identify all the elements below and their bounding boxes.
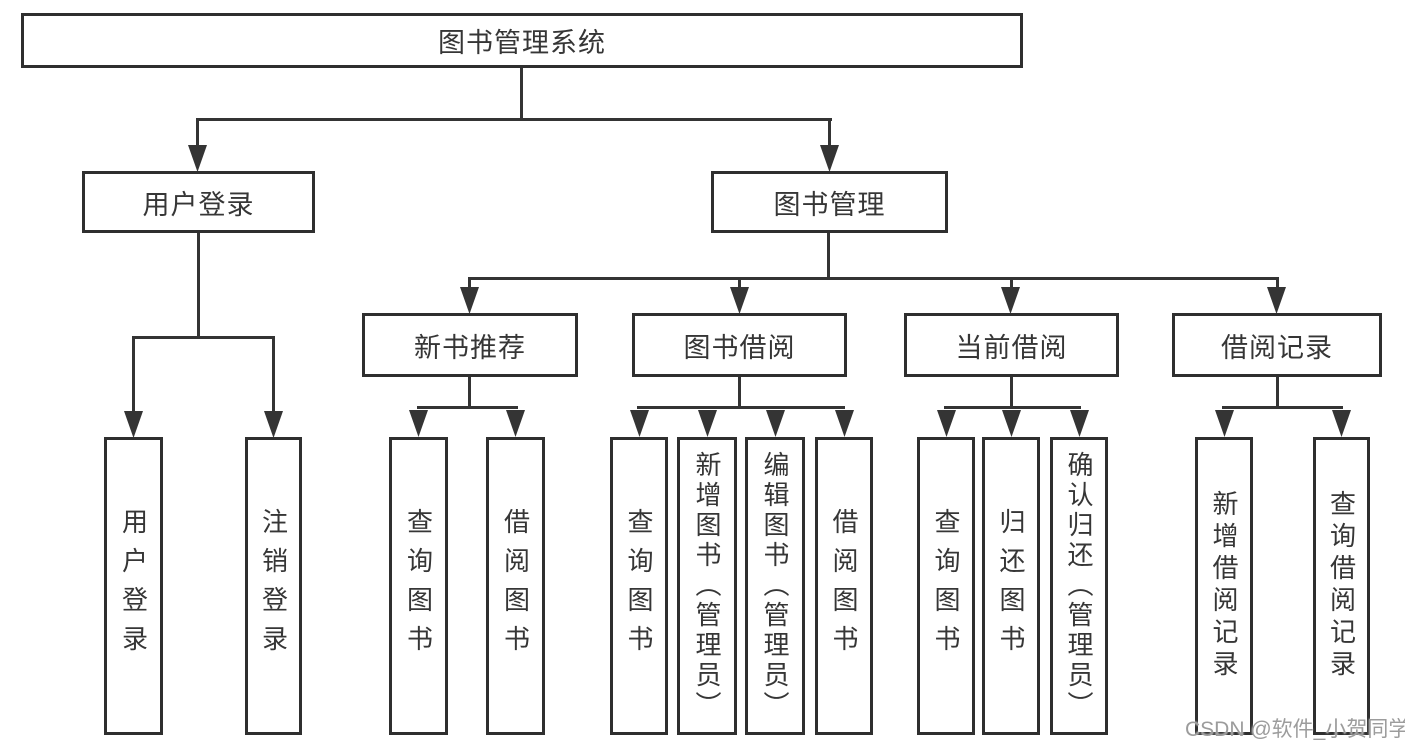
- connector-line: [1276, 277, 1279, 291]
- node-label: 注销登录: [258, 508, 289, 664]
- connector-line: [944, 406, 1081, 409]
- connector-line: [520, 68, 523, 119]
- connector-line: [1010, 377, 1013, 408]
- node-borrow-book-2: 借阅图书: [815, 437, 873, 735]
- node-label: 归还图书: [996, 508, 1026, 664]
- node-label: 借阅图书: [500, 508, 531, 664]
- arrowhead-icon: [1215, 410, 1234, 437]
- arrowhead-icon: [124, 411, 143, 438]
- node-label: 查询图书: [931, 508, 961, 664]
- node-query-book-3: 查询图书: [917, 437, 975, 735]
- arrowhead-icon: [766, 410, 785, 437]
- arrowhead-icon: [730, 287, 749, 314]
- csdn-watermark: CSDN @软件_小贺同学: [1185, 718, 1405, 741]
- arrowhead-icon: [937, 410, 956, 437]
- node-label: 新增图书（管理员）: [692, 451, 722, 721]
- arrowhead-icon: [409, 410, 428, 437]
- connector-line: [196, 118, 832, 121]
- connector-line: [468, 277, 1279, 280]
- node-label: 查询图书: [624, 508, 654, 664]
- arrowhead-icon: [835, 410, 854, 437]
- arrowhead-icon: [460, 287, 479, 314]
- arrowhead-icon: [1267, 287, 1286, 314]
- connector-line: [828, 118, 831, 147]
- node-borrow-records: 借阅记录: [1172, 313, 1382, 377]
- connector-line: [738, 277, 741, 291]
- node-current-borrowing: 当前借阅: [904, 313, 1119, 377]
- connector-line: [197, 233, 200, 337]
- arrowhead-icon: [630, 410, 649, 437]
- node-add-book-admin: 新增图书（管理员）: [677, 437, 737, 735]
- arrowhead-icon: [264, 411, 283, 438]
- node-label: 借阅图书: [829, 508, 859, 664]
- connector-line: [738, 377, 741, 408]
- arrowhead-icon: [1070, 410, 1089, 437]
- node-query-book-1: 查询图书: [389, 437, 448, 735]
- connector-line: [132, 336, 274, 339]
- arrowhead-icon: [1001, 287, 1020, 314]
- node-edit-book-admin: 编辑图书（管理员）: [745, 437, 805, 735]
- connector-line: [1222, 406, 1343, 409]
- arrowhead-icon: [820, 145, 839, 172]
- node-add-borrow-record: 新增借阅记录: [1195, 437, 1253, 735]
- node-user-login: 用户登录: [82, 171, 315, 233]
- connector-line: [1276, 377, 1279, 408]
- connector-line: [468, 377, 471, 408]
- connector-line: [1010, 277, 1013, 291]
- connector-line: [272, 336, 275, 413]
- arrowhead-icon: [506, 410, 525, 437]
- node-query-borrow-record: 查询借阅记录: [1313, 437, 1370, 735]
- arrowhead-icon: [1332, 410, 1351, 437]
- node-root: 图书管理系统: [21, 13, 1023, 68]
- node-new-book-recommend: 新书推荐: [362, 313, 578, 377]
- node-label: 查询图书: [403, 508, 434, 664]
- node-book-management: 图书管理: [711, 171, 948, 233]
- arrowhead-icon: [698, 410, 717, 437]
- node-confirm-return-admin: 确认归还（管理员）: [1050, 437, 1108, 735]
- connector-line: [132, 336, 135, 413]
- node-user-login-leaf: 用户登录: [104, 437, 163, 735]
- node-label: 确认归还（管理员）: [1064, 451, 1094, 721]
- arrowhead-icon: [188, 145, 207, 172]
- node-borrow-book-1: 借阅图书: [486, 437, 545, 735]
- node-label: 新增借阅记录: [1209, 490, 1239, 682]
- connector-line: [827, 233, 830, 280]
- arrowhead-icon: [1002, 410, 1021, 437]
- connector-line: [637, 406, 845, 409]
- connector-line: [417, 406, 518, 409]
- node-logout-leaf: 注销登录: [245, 437, 302, 735]
- connector-line: [468, 277, 471, 291]
- node-return-book: 归还图书: [982, 437, 1040, 735]
- node-query-book-2: 查询图书: [610, 437, 668, 735]
- node-label: 用户登录: [118, 508, 149, 664]
- node-label: 编辑图书（管理员）: [760, 451, 790, 721]
- node-label: 查询借阅记录: [1326, 490, 1357, 682]
- node-book-borrowing: 图书借阅: [632, 313, 847, 377]
- connector-line: [196, 118, 199, 147]
